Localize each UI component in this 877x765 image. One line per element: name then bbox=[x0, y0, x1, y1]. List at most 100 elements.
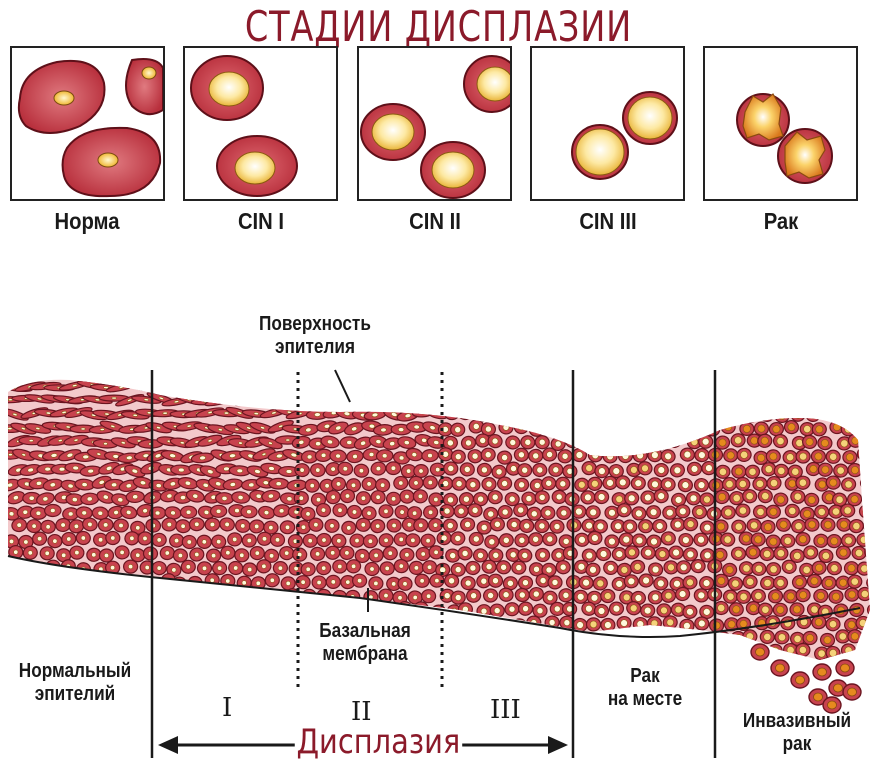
tissue-cell bbox=[265, 392, 295, 406]
tissue-cell bbox=[360, 495, 366, 501]
tissue-cell bbox=[56, 602, 72, 618]
tissue-cell bbox=[350, 399, 355, 403]
tissue-cell bbox=[289, 381, 316, 394]
tissue-cell bbox=[127, 398, 133, 402]
tissue-cell bbox=[156, 537, 162, 543]
tissue-cell bbox=[227, 644, 243, 660]
tissue-cell bbox=[546, 647, 553, 654]
tissue-cell bbox=[514, 645, 530, 660]
tissue-cell bbox=[799, 452, 808, 461]
tissue-cell bbox=[373, 552, 379, 558]
tissue-cell bbox=[346, 440, 353, 445]
tissue-cell bbox=[330, 466, 336, 472]
tissue-cell bbox=[122, 644, 139, 659]
tissue-cell bbox=[277, 650, 283, 656]
tissue-cell bbox=[233, 398, 240, 402]
tissue-cell bbox=[822, 552, 830, 560]
tissue-cell bbox=[730, 405, 746, 420]
label-insitu: Рак на месте bbox=[607, 665, 683, 710]
tissue-cell bbox=[35, 510, 42, 516]
tissue-cell bbox=[596, 579, 604, 588]
tissue-cell bbox=[553, 523, 561, 530]
tissue-cell bbox=[676, 379, 692, 381]
label-normal: Нормальный эпителий bbox=[18, 660, 132, 705]
tissue-cell bbox=[491, 381, 499, 388]
tissue-cell bbox=[829, 478, 838, 487]
tissue-cell bbox=[427, 479, 433, 485]
tissue-cell bbox=[783, 536, 792, 545]
tissue-cell bbox=[194, 605, 200, 611]
tissue-cell bbox=[236, 383, 243, 386]
tissue-cell bbox=[57, 439, 63, 442]
tissue-cell bbox=[123, 618, 139, 633]
tissue-cell bbox=[836, 466, 845, 475]
tissue-cell bbox=[285, 438, 291, 442]
tissue-cell bbox=[840, 520, 848, 529]
tissue-cell bbox=[282, 606, 288, 612]
tissue-cell bbox=[63, 617, 79, 633]
tissue-cell bbox=[454, 426, 462, 434]
tissue-cell bbox=[8, 632, 23, 647]
tissue-cell bbox=[159, 656, 175, 660]
tissue-cell bbox=[74, 637, 80, 643]
stage-2-label: II bbox=[351, 697, 372, 727]
tissue-cell bbox=[695, 508, 704, 516]
tissue-cell bbox=[351, 509, 357, 515]
tissue-cell bbox=[794, 410, 802, 419]
tissue-cell bbox=[621, 397, 629, 405]
tissue-cell bbox=[457, 406, 474, 421]
tissue-cell bbox=[277, 659, 293, 660]
tissue-cell bbox=[560, 509, 568, 517]
tissue-cell bbox=[167, 617, 183, 632]
tissue-cell bbox=[194, 521, 200, 527]
tissue-cell bbox=[81, 482, 88, 487]
tissue-cell bbox=[268, 466, 275, 471]
tissue-cell bbox=[448, 577, 455, 585]
tissue-cell bbox=[8, 564, 11, 570]
tissue-cell bbox=[742, 534, 751, 543]
tissue-cell bbox=[402, 605, 408, 611]
tissue-cell bbox=[666, 509, 674, 517]
tissue-cell bbox=[71, 384, 78, 388]
tissue-cell bbox=[590, 364, 604, 377]
tissue-cell bbox=[516, 397, 524, 405]
tissue-cell bbox=[204, 370, 209, 373]
tissue-cell bbox=[194, 551, 200, 557]
tissue-cell bbox=[137, 615, 153, 631]
tissue-cell bbox=[438, 617, 454, 632]
tissue-cell bbox=[485, 480, 493, 488]
tissue-cell bbox=[597, 493, 606, 501]
tissue-cell bbox=[61, 607, 67, 613]
tissue-cell bbox=[539, 577, 547, 584]
tissue-cell bbox=[108, 643, 124, 659]
tissue-cell bbox=[306, 454, 313, 460]
tissue-cell bbox=[772, 379, 788, 393]
tissue-cell bbox=[375, 439, 382, 444]
tissue-cell bbox=[173, 400, 180, 404]
tissue-cell bbox=[864, 407, 870, 422]
tissue-cell bbox=[142, 593, 148, 599]
tissue-cell bbox=[686, 520, 695, 528]
tissue-cell bbox=[15, 578, 21, 584]
tissue-cell bbox=[246, 509, 252, 515]
tissue-cell bbox=[156, 620, 162, 626]
tissue-cell bbox=[82, 622, 88, 628]
tissue-cell bbox=[209, 386, 216, 390]
tissue-cell bbox=[7, 369, 40, 375]
tissue-cell bbox=[576, 424, 584, 432]
tissue-cell bbox=[309, 602, 326, 617]
tissue-cell bbox=[548, 619, 556, 626]
tissue-cell bbox=[743, 408, 759, 423]
tissue-cell bbox=[212, 643, 228, 659]
tissue-cell bbox=[798, 394, 807, 403]
tissue-cell bbox=[452, 394, 470, 408]
tissue-cell bbox=[254, 663, 259, 668]
tissue-cell bbox=[799, 478, 807, 487]
tissue-cell bbox=[229, 590, 245, 606]
tissue-cell bbox=[672, 410, 680, 419]
tissue-cell bbox=[116, 629, 132, 644]
tissue-cell bbox=[207, 469, 214, 475]
tissue-cell bbox=[633, 563, 642, 571]
tissue-cell bbox=[470, 367, 479, 375]
tissue-cell bbox=[323, 370, 328, 373]
